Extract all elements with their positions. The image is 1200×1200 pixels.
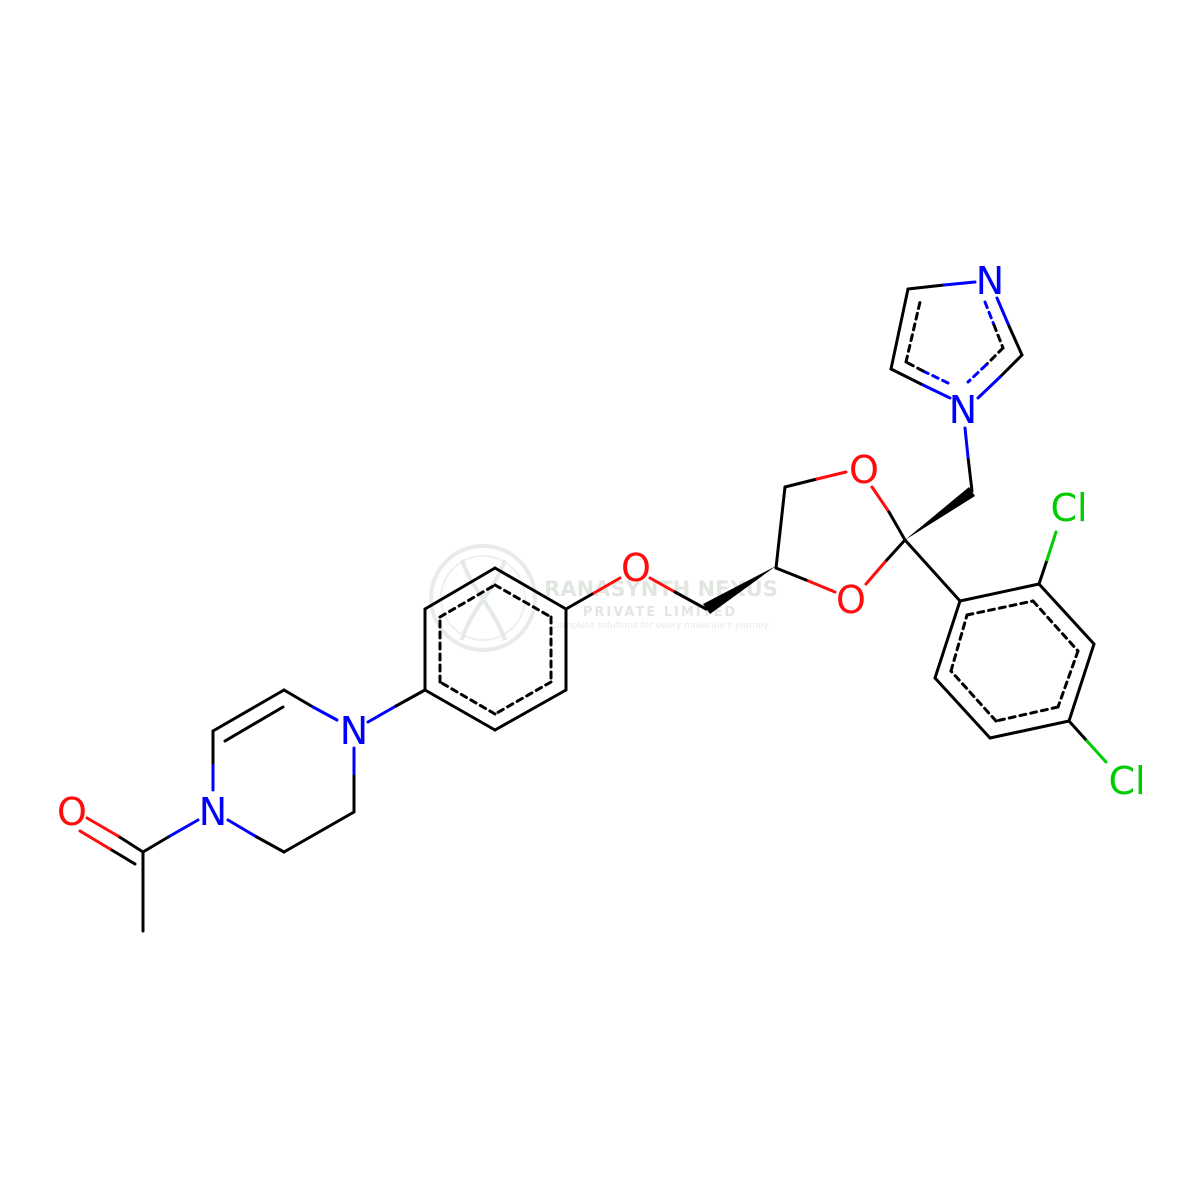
bond-carbonyl-double: [116, 834, 145, 854]
atom-n4-piperazine: N: [340, 709, 368, 753]
bond-c5-c6: [282, 810, 356, 854]
bond-c4-c5-ring: [774, 485, 787, 570]
bond-carbonyl-n1: [141, 834, 172, 854]
bond-imidazole-ring: [919, 382, 952, 400]
watermark: RANASYNTH NEXUS PRIVATE LIMITED Complete…: [429, 544, 778, 652]
bond-o3-c4: [804, 578, 837, 594]
atom-n1-piperazine: N: [199, 790, 227, 834]
bond-oxygen-ch2: [648, 576, 677, 594]
atom-n3-imidazole: N: [976, 259, 1004, 303]
bond-aryl-ring: [958, 582, 1041, 603]
atoms: O N N O O O N N Cl Cl: [57, 259, 1146, 834]
atom-cl-ortho: Cl: [1050, 486, 1087, 530]
wedge-bonds: [703, 487, 975, 614]
bond-c3-n4: [282, 688, 315, 709]
watermark-tagline: Complete solutions for every molecule's …: [551, 621, 769, 631]
watermark-subtitle: PRIVATE LIMITED: [583, 605, 737, 620]
bond-c6-n1: [253, 834, 286, 854]
bond-ch2-imidazole: [966, 455, 974, 493]
watermark-logo-icon: [429, 544, 537, 652]
atom-o-ether: O: [621, 546, 651, 590]
atom-o-carbonyl: O: [57, 790, 87, 834]
bond-o1-c2: [870, 485, 891, 514]
atom-cl-para: Cl: [1108, 759, 1145, 803]
wedge-c4-ch2: [703, 566, 776, 614]
bond-c2-o3: [883, 538, 907, 564]
bond-phenyl-oxygen: [564, 591, 596, 611]
bond-c2-aryl: [903, 538, 962, 603]
atom-o-dioxolane-top: O: [849, 448, 879, 492]
atom-o-dioxolane-bottom: O: [836, 578, 866, 622]
bonds: [78, 280, 1108, 933]
bond-n4-phenyl: [366, 704, 398, 724]
bond-c2-c3-double: [211, 688, 286, 733]
bond-c5-o1: [783, 477, 819, 489]
wedge-c2-ch2: [905, 487, 975, 540]
bond-aryl-cl-ortho: [1037, 558, 1049, 586]
atom-n1-imidazole: N: [949, 388, 977, 432]
bond-aryl-cl-para: [1067, 719, 1089, 743]
